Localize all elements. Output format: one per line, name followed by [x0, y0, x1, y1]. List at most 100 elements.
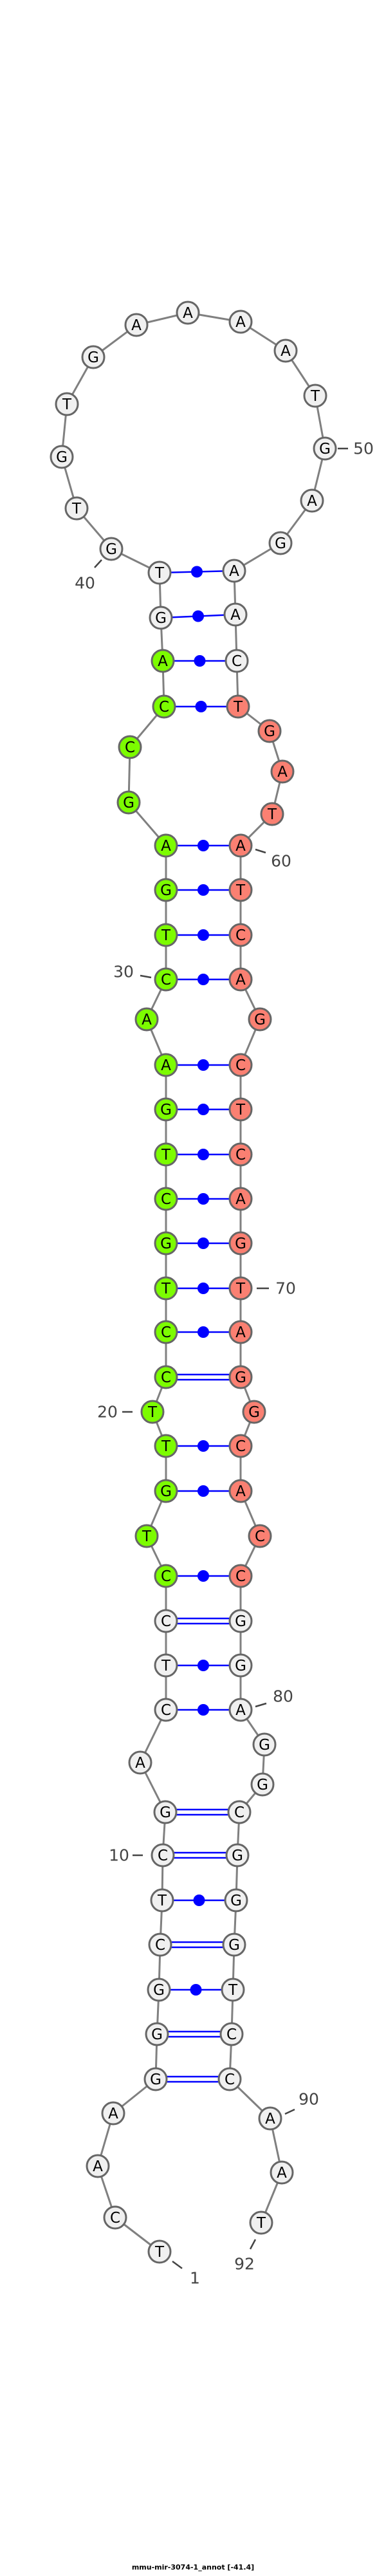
nucleotide-circle	[221, 1978, 245, 2002]
nucleotide-59: T	[260, 802, 284, 826]
nucleotide-circle	[228, 1653, 253, 1678]
position-label-50: 50	[353, 440, 374, 458]
nucleotide-18: G	[154, 1479, 178, 1503]
nucleotide-circle	[154, 1320, 178, 1344]
nucleotide-letter: C	[155, 1937, 165, 1954]
nucleotide-circle	[219, 2022, 244, 2046]
nucleotide-circle	[154, 967, 178, 992]
nucleotide-30: C	[154, 967, 178, 992]
nucleotide-letter: C	[234, 1804, 244, 1821]
nucleotide-20: T	[140, 1400, 165, 1424]
nucleotide-circle	[228, 1276, 253, 1301]
nucleotide-75: A	[228, 1479, 253, 1503]
nucleotide-91: A	[270, 2160, 294, 2185]
base-pairs	[156, 566, 241, 2083]
nucleotide-circle	[151, 649, 175, 673]
nucleotide-letter: A	[235, 1191, 246, 1208]
nucleotide-61: T	[228, 878, 253, 902]
position-label-60: 60	[271, 852, 291, 871]
nucleotide-77: C	[228, 1564, 253, 1588]
nucleotide-1: T	[147, 2239, 172, 2264]
nucleotide-letter: A	[235, 1702, 246, 1719]
nucleotide-circle	[228, 1053, 253, 1077]
pair-dot-icon	[198, 884, 209, 896]
nucleotide-circle	[268, 531, 293, 555]
nucleotide-circle	[150, 1888, 174, 1913]
pair-dot-icon	[195, 701, 207, 712]
nucleotide-67: C	[228, 1142, 253, 1167]
nucleotide-circle	[86, 2154, 110, 2178]
nucleotide-13: C	[154, 1698, 178, 1722]
nucleotide-6: G	[145, 2022, 169, 2046]
nucleotide-letter: T	[161, 1438, 171, 1455]
nucleotide-15: C	[154, 1609, 178, 1633]
nucleotide-circle	[128, 1750, 152, 1775]
nucleotide-circle	[154, 923, 178, 947]
diagram-title: mmu-mir-3074-1_annot [-41.4]	[131, 2563, 255, 2571]
nucleotide-letter: T	[228, 1982, 238, 1999]
nucleotide-circle	[154, 1434, 178, 1458]
nucleotide-circle	[154, 1187, 178, 1211]
nucleotide-circle	[228, 1142, 253, 1167]
base-pair-28-65	[166, 1059, 241, 1071]
base-pair-5-89	[156, 2075, 230, 2083]
nucleotide-58: A	[270, 759, 295, 784]
nucleotide-38: G	[149, 606, 173, 630]
pair-dot-icon	[191, 566, 203, 578]
pair-dot-icon	[198, 1149, 209, 1160]
nucleotide-73: G	[242, 1400, 266, 1424]
nucleotide-circle	[228, 1434, 253, 1458]
nucleotide-circle	[154, 1053, 178, 1077]
nucleotide-letter: C	[161, 1613, 171, 1630]
position-label-80: 80	[273, 1687, 293, 1706]
nucleotide-letter: G	[160, 1102, 172, 1118]
nucleotide-circle	[257, 719, 282, 743]
nucleotide-14: T	[154, 1653, 178, 1678]
nucleotide-53: A	[222, 559, 246, 583]
nucleotide-letter: C	[161, 1702, 171, 1719]
base-pair-9-85	[162, 1895, 236, 1906]
nucleotide-circle	[223, 602, 248, 627]
nucleotide-circle	[154, 1609, 178, 1633]
nucleotide-circle	[228, 1365, 253, 1389]
nucleotide-circle	[273, 338, 298, 363]
nucleotide-circle	[176, 301, 200, 325]
nucleotide-2: C	[103, 2205, 127, 2230]
nucleotide-letter: A	[142, 1012, 152, 1028]
nucleotide-circle	[228, 923, 253, 947]
nucleotide-circle	[222, 1932, 246, 1957]
nucleotide-letter: G	[160, 1483, 172, 1500]
nucleotide-circle	[228, 1187, 253, 1211]
label-tick-1	[172, 2260, 183, 2270]
nucleotide-letter: C	[161, 1191, 171, 1208]
nucleotide-letter: C	[235, 927, 246, 944]
nucleotide-19: T	[154, 1434, 178, 1458]
nucleotide-circle	[81, 345, 106, 369]
base-pair-33-60	[166, 840, 241, 851]
nucleotide-letter: G	[232, 1848, 243, 1864]
nucleotide-letter: G	[319, 441, 331, 458]
nucleotide-11: G	[153, 1800, 178, 1824]
nucleotide-letter: A	[135, 1755, 145, 1772]
nucleotide-circle	[154, 878, 178, 902]
nucleotide-circle	[145, 2022, 169, 2046]
nucleotide-letter: T	[161, 1281, 171, 1297]
nucleotide-letter: C	[255, 1528, 265, 1545]
position-label-20: 20	[97, 1403, 118, 1422]
nucleotide-letter: C	[161, 972, 171, 988]
nucleotide-letter: C	[161, 1369, 171, 1386]
nucleotide-21: C	[154, 1365, 178, 1389]
base-pair-26-67	[166, 1149, 241, 1160]
pair-dot-icon	[198, 1660, 209, 1671]
nucleotide-81: G	[252, 1732, 277, 1757]
nucleotide-63: A	[228, 967, 253, 992]
nucleotide-48: A	[273, 338, 298, 363]
base-pair-21-72	[166, 1373, 241, 1381]
nucleotide-circle	[270, 2160, 294, 2185]
nucleotide-circle	[101, 2101, 125, 2126]
nucleotide-26: T	[154, 1142, 178, 1167]
nucleotide-letter: C	[235, 1147, 246, 1163]
pair-dot-icon	[198, 929, 209, 941]
nucleotide-letter: G	[153, 1982, 165, 1999]
